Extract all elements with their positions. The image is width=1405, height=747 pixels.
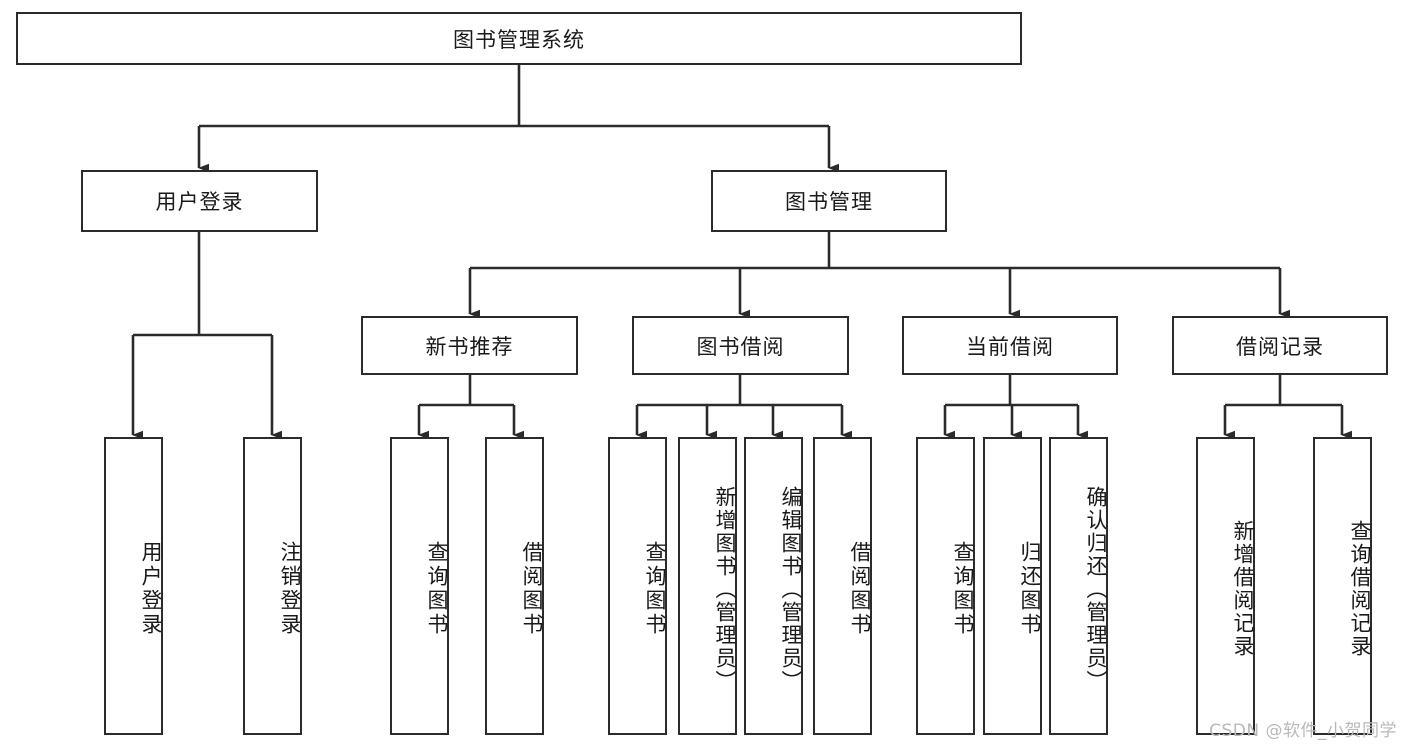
node-borrow-history[interactable]: 借阅记录 <box>1172 316 1388 375</box>
leaf-return-book[interactable]: 归还图书 <box>983 437 1042 735</box>
node-current-borrow[interactable]: 当前借阅 <box>902 316 1118 375</box>
leaf-confirm-return-admin-label: 确认归还（管理员） <box>1084 485 1108 693</box>
leaf-logout-label: 注销登录 <box>278 541 302 637</box>
leaf-borrow-book-1-label: 借阅图书 <box>520 541 544 637</box>
node-book-management-label: 图书管理 <box>785 190 873 214</box>
leaf-return-book-label: 归还图书 <box>1018 541 1042 637</box>
node-root-label: 图书管理系统 <box>453 27 585 52</box>
leaf-query-book-3-label: 查询图书 <box>951 541 975 637</box>
node-book-borrow-label: 图书借阅 <box>696 334 785 359</box>
leaf-add-book-admin-label: 新增图书（管理员） <box>713 485 737 693</box>
leaf-add-borrow-record[interactable]: 新增借阅记录 <box>1196 437 1255 735</box>
leaf-query-book-2-label: 查询图书 <box>643 541 667 637</box>
leaf-query-book-1[interactable]: 查询图书 <box>390 437 449 735</box>
node-new-book-recommend[interactable]: 新书推荐 <box>361 316 578 375</box>
node-book-borrow[interactable]: 图书借阅 <box>632 316 849 375</box>
leaf-borrow-book-1[interactable]: 借阅图书 <box>485 437 544 735</box>
leaf-confirm-return-admin[interactable]: 确认归还（管理员） <box>1049 437 1108 735</box>
leaf-query-borrow-record-label: 查询借阅记录 <box>1348 520 1372 658</box>
node-new-book-recommend-label: 新书推荐 <box>425 334 514 359</box>
node-user-login-label: 用户登录 <box>155 190 244 214</box>
node-user-login[interactable]: 用户登录 <box>81 170 318 232</box>
csdn-watermark: CSDN @软件_小贺同学 <box>1209 721 1397 741</box>
node-borrow-history-label: 借阅记录 <box>1236 334 1324 359</box>
leaf-add-book-admin[interactable]: 新增图书（管理员） <box>678 437 737 735</box>
leaf-query-book-3[interactable]: 查询图书 <box>916 437 975 735</box>
leaf-query-book-2[interactable]: 查询图书 <box>608 437 667 735</box>
leaf-edit-book-admin[interactable]: 编辑图书（管理员） <box>744 437 803 735</box>
leaf-edit-book-admin-label: 编辑图书（管理员） <box>779 485 803 693</box>
leaf-query-borrow-record[interactable]: 查询借阅记录 <box>1313 437 1372 735</box>
leaf-borrow-book-2[interactable]: 借阅图书 <box>813 437 872 735</box>
leaf-user-login-label: 用户登录 <box>139 541 163 637</box>
node-root[interactable]: 图书管理系统 <box>16 12 1022 65</box>
leaf-query-book-1-label: 查询图书 <box>425 541 449 637</box>
leaf-logout[interactable]: 注销登录 <box>243 437 302 735</box>
leaf-user-login[interactable]: 用户登录 <box>104 437 163 735</box>
leaf-add-borrow-record-label: 新增借阅记录 <box>1231 520 1255 658</box>
node-book-management[interactable]: 图书管理 <box>711 170 947 232</box>
node-current-borrow-label: 当前借阅 <box>966 334 1054 359</box>
leaf-borrow-book-2-label: 借阅图书 <box>848 541 872 637</box>
